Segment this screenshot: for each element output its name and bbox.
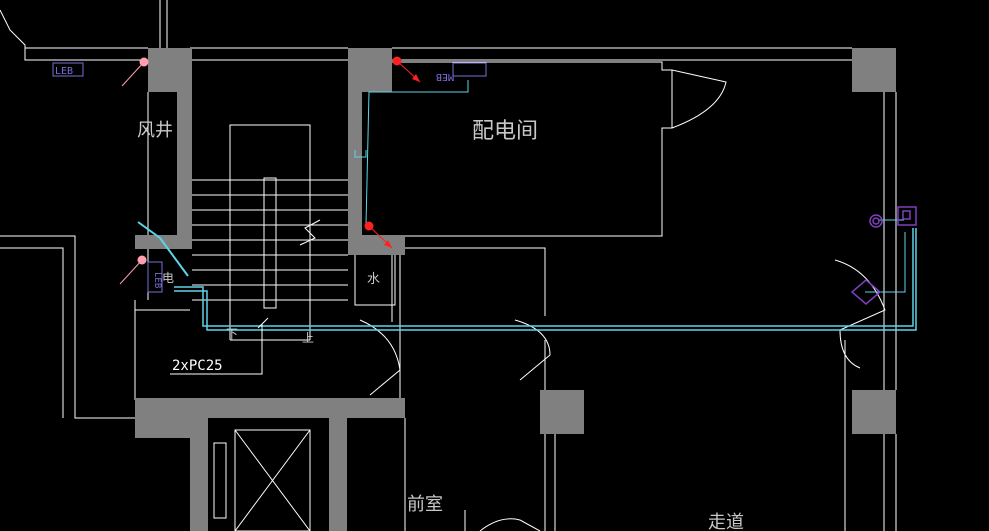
conduit-annotation xyxy=(170,317,269,375)
tag-leb-bottom: LEB xyxy=(152,272,162,288)
label-wind-shaft: 风井 xyxy=(137,120,173,141)
tag-leb-top: LEB xyxy=(55,66,73,77)
label-water: 水 xyxy=(367,272,380,287)
label-stair-down: 下 xyxy=(226,327,238,341)
outlet-circle-symbol xyxy=(869,214,883,228)
label-electric: 电 xyxy=(162,271,174,285)
leader-markers xyxy=(119,56,421,285)
conduit-spec-label: 2xPC25 xyxy=(172,358,223,374)
label-corridor: 走道 xyxy=(708,512,744,531)
label-stair-up: 上 xyxy=(302,331,314,345)
tag-meb: MEB xyxy=(436,71,454,82)
equipment-box-symbol xyxy=(897,206,917,226)
grounding-symbols xyxy=(850,206,917,305)
grounding-diamond-symbol xyxy=(850,279,882,305)
equipotential-tags xyxy=(52,62,487,293)
label-anteroom: 前室 xyxy=(407,494,443,515)
columns xyxy=(135,48,896,531)
label-distribution-room: 配电间 xyxy=(472,119,538,144)
conduit-lines xyxy=(137,80,917,331)
